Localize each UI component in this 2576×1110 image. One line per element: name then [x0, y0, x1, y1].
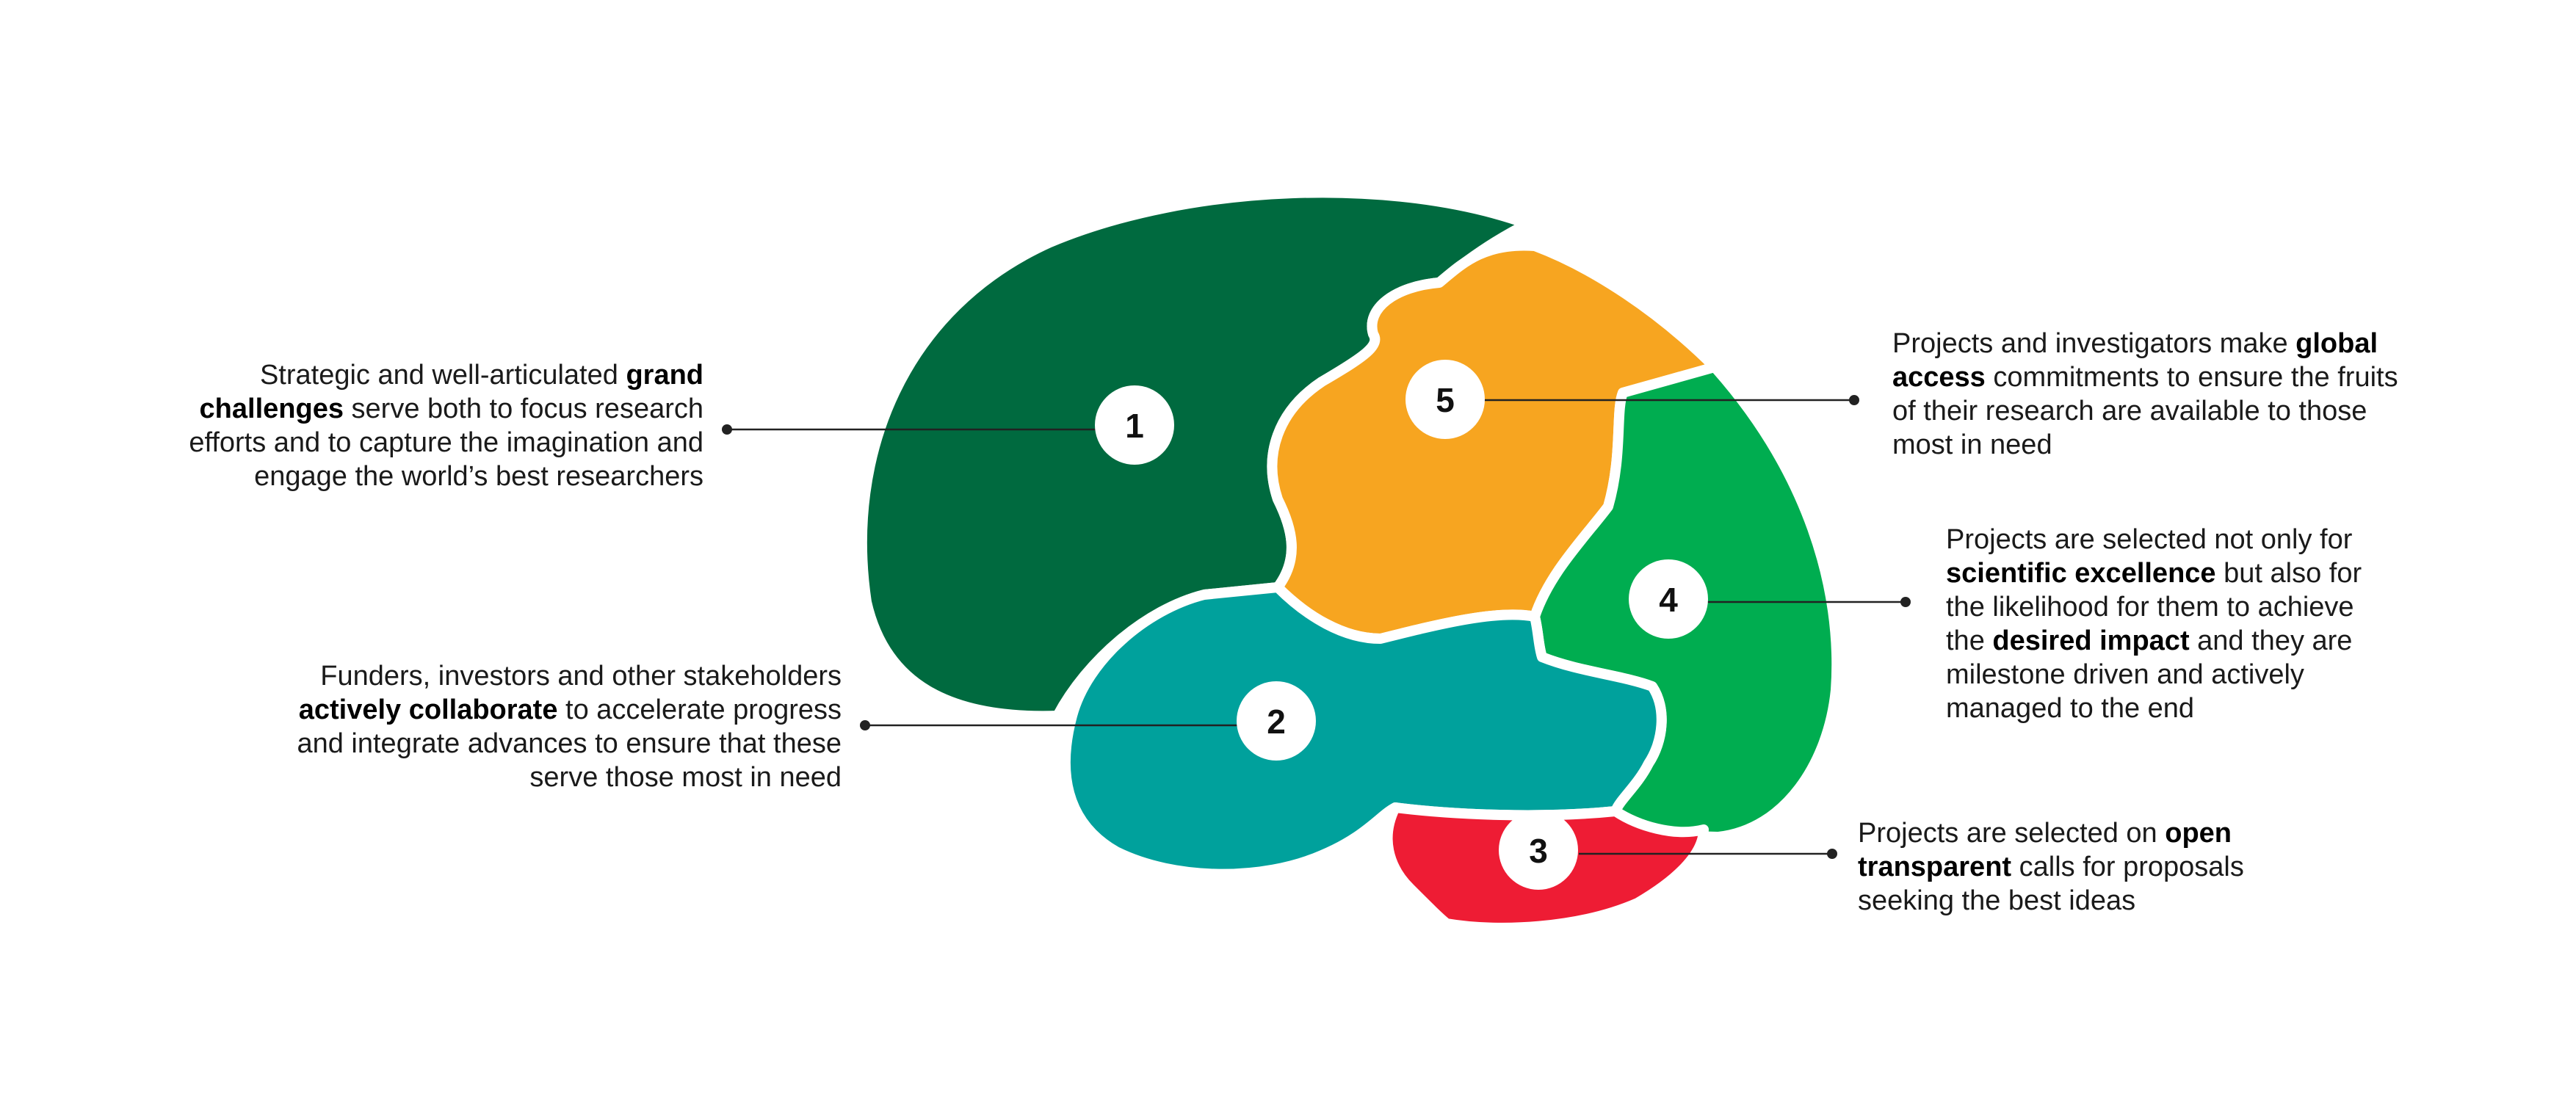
emphasis-text: open — [2165, 818, 2232, 849]
badge-3: 3 — [1499, 810, 1578, 890]
badge-5: 5 — [1405, 360, 1485, 439]
c5-line: access commitments to ensure the fruits — [1892, 360, 2398, 394]
body-text: engage the world’s best researchers — [254, 461, 703, 492]
c1-line: engage the world’s best researchers — [189, 460, 703, 493]
leader-dot-2 — [860, 720, 870, 730]
c2-line: and integrate advances to ensure that th… — [297, 727, 842, 761]
body-text: Projects are selected not only for — [1946, 524, 2353, 555]
body-text: but also for — [2215, 558, 2362, 589]
c4-line: scientific excellence but also for — [1946, 556, 2362, 590]
leader-dot-5 — [1849, 395, 1859, 405]
body-text: calls for proposals — [2011, 852, 2244, 882]
c1-line: Strategic and well-articulated grand — [189, 358, 703, 392]
leader-dot-4 — [1900, 597, 1911, 607]
body-text: serve both to focus research — [343, 393, 703, 424]
badge-5-number: 5 — [1436, 381, 1455, 419]
emphasis-text: transparent — [1858, 852, 2012, 882]
c3-line: transparent calls for proposals — [1858, 850, 2244, 884]
badge-2: 2 — [1237, 681, 1316, 761]
c4-line: managed to the end — [1946, 692, 2362, 725]
body-text: milestone driven and actively — [1946, 659, 2304, 690]
emphasis-text: grand — [626, 360, 703, 391]
c1-line: challenges serve both to focus research — [189, 392, 703, 426]
body-text: to accelerate progress — [557, 694, 842, 725]
body-text: serve those most in need — [529, 762, 842, 793]
c3-line: seeking the best ideas — [1858, 884, 2244, 918]
badge-1-number: 1 — [1125, 407, 1144, 445]
leader-dot-1 — [722, 424, 732, 435]
c5-line: Projects and investigators make global — [1892, 327, 2398, 360]
body-text: Projects and investigators make — [1892, 328, 2296, 359]
body-text: efforts and to capture the imagination a… — [189, 427, 703, 458]
c4-line: milestone driven and actively — [1946, 658, 2362, 692]
emphasis-text: actively collaborate — [298, 694, 558, 725]
c3-line: Projects are selected on open — [1858, 816, 2244, 850]
c2-line: serve those most in need — [297, 761, 842, 794]
c4-line: the desired impact and they are — [1946, 624, 2362, 658]
badge-4-number: 4 — [1659, 581, 1678, 619]
emphasis-text: scientific excellence — [1946, 558, 2216, 589]
c5-line: of their research are available to those — [1892, 394, 2398, 428]
body-text: seeking the best ideas — [1858, 885, 2136, 916]
badge-3-number: 3 — [1529, 832, 1548, 870]
emphasis-text: desired impact — [1992, 625, 2190, 656]
body-text: Funders, investors and other stakeholder… — [320, 661, 842, 692]
body-text: the — [1946, 625, 1993, 656]
c1-line: efforts and to capture the imagination a… — [189, 426, 703, 460]
emphasis-text: access — [1892, 362, 1986, 393]
badge-2-number: 2 — [1267, 703, 1286, 741]
body-text: and they are — [2189, 625, 2353, 656]
body-text: most in need — [1892, 429, 2052, 460]
c5-line: most in need — [1892, 428, 2398, 462]
c2-line: actively collaborate to accelerate progr… — [297, 693, 842, 727]
leader-dot-3 — [1827, 849, 1837, 859]
body-text: commitments to ensure the fruits — [1985, 362, 2398, 393]
body-text: the likelihood for them to achieve — [1946, 592, 2354, 623]
c4-line: the likelihood for them to achieve — [1946, 590, 2362, 624]
badge-1: 1 — [1095, 385, 1174, 465]
badge-4: 4 — [1629, 559, 1708, 639]
body-text: managed to the end — [1946, 693, 2195, 724]
emphasis-text: challenges — [199, 393, 344, 424]
body-text: of their research are available to those — [1892, 396, 2367, 427]
callout-2-text: Funders, investors and other stakeholder… — [297, 659, 842, 794]
c4-line: Projects are selected not only for — [1946, 523, 2362, 556]
c2-line: Funders, investors and other stakeholder… — [297, 659, 842, 693]
emphasis-text: global — [2295, 328, 2378, 359]
body-text: Strategic and well-articulated — [259, 360, 626, 391]
body-text: and integrate advances to ensure that th… — [297, 728, 842, 759]
body-text: Projects are selected on — [1858, 818, 2166, 849]
